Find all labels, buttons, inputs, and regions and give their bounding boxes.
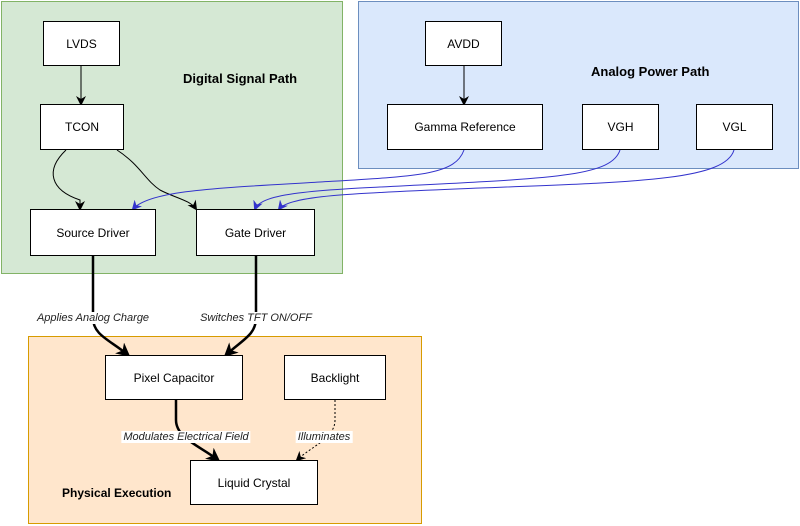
analog-group-title: Analog Power Path xyxy=(591,64,710,79)
node-vgh[interactable]: VGH xyxy=(582,104,659,150)
edge-tcon-gate-driver xyxy=(116,149,198,211)
digital-group-title: Digital Signal Path xyxy=(183,71,298,86)
edge-label-modulates-field: Modulates Electrical Field xyxy=(121,431,251,443)
edge-source-driver-pixel xyxy=(91,256,131,357)
edge-label-applies-analog-charge: Applies Analog Charge xyxy=(34,312,152,324)
edge-gamma-source-driver xyxy=(131,149,465,211)
edge-pixel-liquid-crystal xyxy=(174,400,221,462)
node-tcon[interactable]: TCON xyxy=(40,104,124,150)
node-lvds[interactable]: LVDS xyxy=(43,21,120,66)
node-gate-driver[interactable]: Gate Driver xyxy=(196,209,315,256)
physical-group-title: Physical Execution xyxy=(62,486,172,500)
edge-gate-driver-pixel xyxy=(223,256,258,358)
edge-label-switches-tft: Switches TFT ON/OFF xyxy=(198,312,314,324)
edge-label-illuminates: Illuminates xyxy=(295,431,353,443)
edge-backlight-liquid-crystal xyxy=(295,400,336,462)
node-liquid-crystal[interactable]: Liquid Crystal xyxy=(190,460,318,505)
node-avdd[interactable]: AVDD xyxy=(425,21,502,66)
node-pixel-capacitor[interactable]: Pixel Capacitor xyxy=(105,355,243,400)
node-gamma-reference[interactable]: Gamma Reference xyxy=(387,104,543,150)
node-vgl[interactable]: VGL xyxy=(696,104,773,150)
edge-tcon-source-driver xyxy=(52,149,85,211)
node-source-driver[interactable]: Source Driver xyxy=(30,209,156,256)
node-backlight[interactable]: Backlight xyxy=(284,355,386,400)
edge-vgl-gate-driver xyxy=(277,149,735,211)
edge-vgh-gate-driver xyxy=(253,149,621,211)
